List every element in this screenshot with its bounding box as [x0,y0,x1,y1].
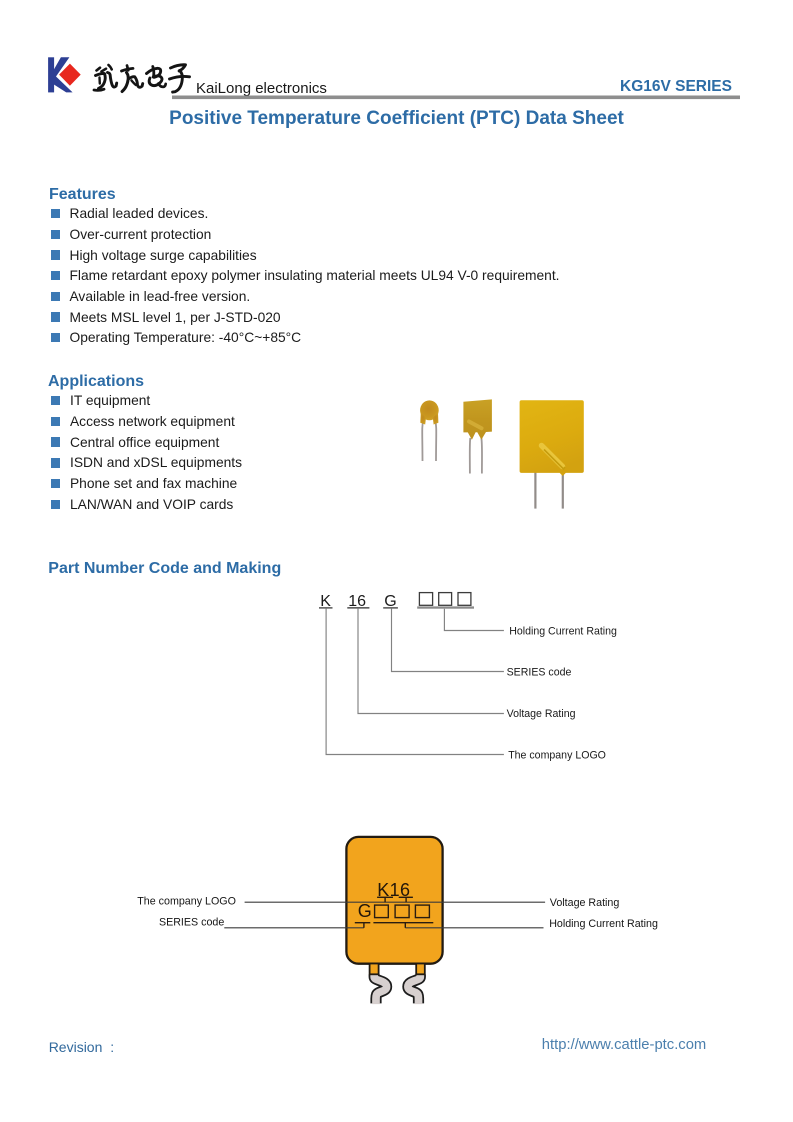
svg-text:The company LOGO: The company LOGO [508,749,606,761]
svg-text:Holding Current Rating: Holding Current Rating [549,918,658,930]
svg-text:G: G [358,901,372,921]
svg-text:K: K [320,593,331,610]
svg-text:Voltage Rating: Voltage Rating [550,897,620,909]
svg-text:16: 16 [348,593,366,610]
svg-text:SERIES code: SERIES code [507,667,572,679]
svg-text:Voltage Rating: Voltage Rating [507,708,576,720]
svg-text:Holding Current Rating: Holding Current Rating [509,625,617,637]
svg-text:K16: K16 [377,880,410,900]
svg-text:G: G [384,593,396,610]
svg-text:SERIES code: SERIES code [159,917,224,929]
svg-text:The company LOGO: The company LOGO [137,895,236,907]
